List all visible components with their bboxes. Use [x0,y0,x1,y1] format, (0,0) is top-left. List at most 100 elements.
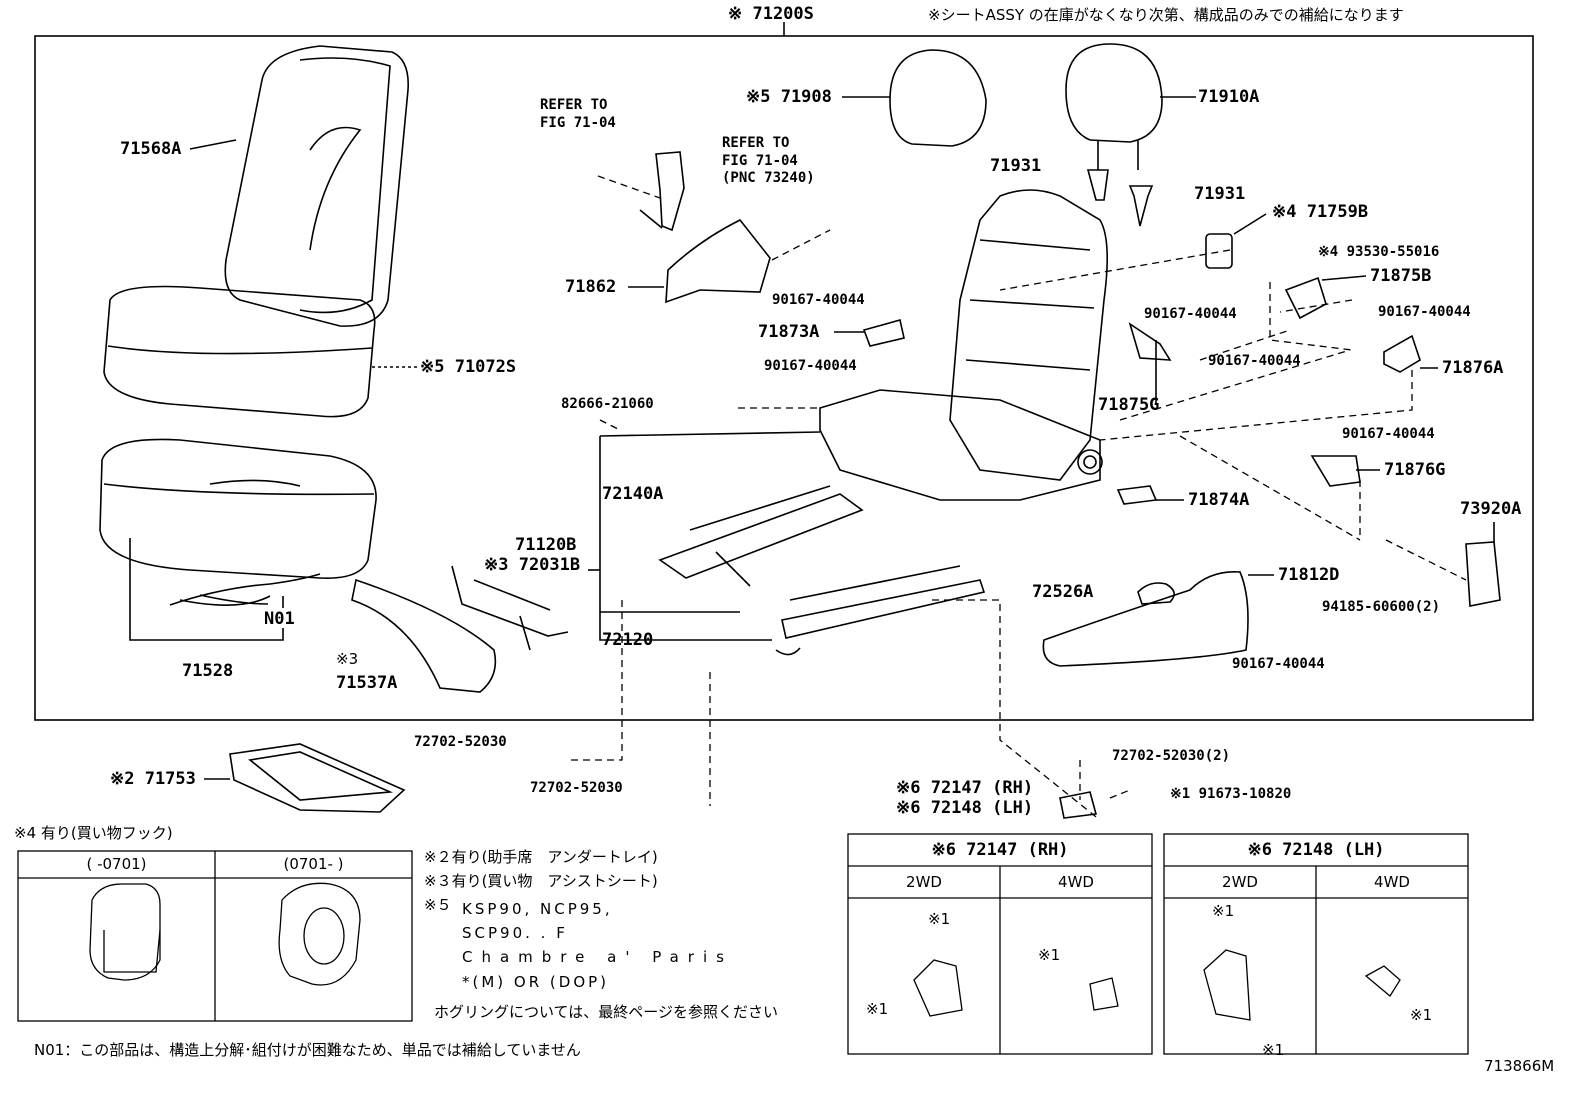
seat-rail-upper [658,485,864,587]
part-72702-a[interactable]: 72702-52030 [414,734,507,750]
table-72147-rh [847,833,1153,1055]
bracket-71874A [1116,485,1158,505]
side-airbag-73920A [1465,541,1501,607]
cover-71876A [1383,334,1421,373]
part-71537A[interactable]: 71537A [336,673,398,693]
part-91673[interactable]: ※1 91673-10820 [1170,786,1292,802]
table-rh-2wd: 2WD [906,873,942,891]
part-90167-c[interactable]: 90167-40044 [1378,304,1471,320]
part-90167-b[interactable]: 90167-40044 [764,358,857,374]
headrest-guide-2 [1128,185,1154,227]
seatbelt-buckle [655,151,685,232]
table-rh-title: ※6 72147 (RH) [931,840,1069,860]
part-71910A[interactable]: 71910A [1198,87,1260,107]
note-2: ※２有り(助手席 アンダートレイ) [424,848,658,866]
refer-note-2: REFER TO FIG 71-04 (PNC 73240) [722,135,815,186]
part-71908[interactable]: ※5 71908 [746,87,832,107]
cover-71876G [1310,455,1361,487]
part-71876A[interactable]: 71876A [1442,358,1504,378]
note-5-line2: SCP90. . F [462,924,568,942]
part-71931-b[interactable]: 71931 [1194,184,1246,204]
part-82666[interactable]: 82666-21060 [561,396,654,412]
part-71874A[interactable]: 71874A [1188,490,1250,510]
under-tray-71753 [229,743,406,813]
knob-72526A [1137,582,1175,605]
seat-cushion-cover [103,285,418,418]
table4-col2: (0701- ) [283,855,344,873]
cover-71875G [1128,322,1172,361]
table-lh-4wd: 4WD [1374,873,1410,891]
part-71875G[interactable]: 71875G [1098,395,1160,415]
note-5-line1: KSP90, NCP95, [462,900,613,918]
part-72526A[interactable]: 72526A [1032,582,1094,602]
table-lh-title: ※6 72148 (LH) [1247,840,1385,860]
headrest-guide-1 [1086,169,1109,201]
table4-col1: ( -0701) [86,855,147,873]
n01-note: N01：この部品は、構造上分解･組付けが困難なため、単品では補給していません [34,1041,581,1059]
table-lh-mark-1: ※1 [1212,902,1235,920]
part-72148[interactable]: ※6 72148 (LH) [896,798,1034,818]
part-71931-a[interactable]: 71931 [990,156,1042,176]
shopping-hook-71759B [1205,233,1233,269]
stock-note: ※シートASSY の在庫がなくなり次第、構成品のみでの補給になります [928,6,1404,24]
wire-frame [451,565,569,651]
part-90167-e[interactable]: 90167-40044 [1208,353,1301,369]
part-72140A[interactable]: 72140A [602,484,664,504]
refer-note-1: REFER TO FIG 71-04 [540,97,616,131]
table-lh-2wd: 2WD [1222,873,1258,891]
part-71812D[interactable]: 71812D [1278,565,1340,585]
part-71875B[interactable]: 71875B [1370,266,1432,286]
table-rh-mark-1: ※1 [928,910,951,928]
note-4: ※4 有り(買い物フック) [14,824,173,842]
seat-back-cover [189,45,409,327]
part-71759B[interactable]: ※4 71759B [1272,202,1369,222]
part-90167-d[interactable]: 90167-40044 [1144,306,1237,322]
figure-id: 713866M [1484,1057,1555,1075]
note-5-line4: *(M) OR (DOP) [462,973,610,991]
part-71753[interactable]: ※2 71753 [110,769,196,789]
part-71528[interactable]: 71528 [182,661,234,681]
part-72147[interactable]: ※6 72147 (RH) [896,778,1034,798]
part-71120B[interactable]: 71120B [515,535,577,555]
seat-rail-lower [775,565,986,656]
cover-71875B [1284,276,1327,320]
part-72702-c[interactable]: 72702-52030(2) [1112,748,1231,764]
seat-frame [819,189,1108,501]
table-72148-lh [1163,833,1469,1055]
wire-harness [169,573,321,606]
recliner-cover-71862 [665,218,771,304]
part-N01[interactable]: N01 [264,609,295,629]
hog-ring-note: ホグリングについては、最終ページを参照ください [434,1003,778,1021]
part-90167-a[interactable]: 90167-40044 [772,292,865,308]
note-5-mark: ※５ [424,896,452,914]
part-71876G[interactable]: 71876G [1384,460,1446,480]
note-5-line3: Chambre a' Paris [462,948,733,966]
bracket-71873A [862,319,905,347]
part-73920A[interactable]: 73920A [1460,499,1522,519]
part-90167-g[interactable]: 90167-40044 [1232,656,1325,672]
table-rh-mark-3: ※1 [1038,946,1061,964]
part-72031B[interactable]: ※3 72031B [484,555,581,575]
table-lh-mark-2: ※1 [1262,1041,1285,1059]
headrest-71908 [889,49,987,147]
part-71568A[interactable]: 71568A [120,139,182,159]
part-94185[interactable]: 94185-60600(2) [1322,599,1441,615]
part-71537A-mark: ※3 [336,650,359,668]
table-71759B-variants [17,850,413,1022]
assembly-number: ※ 71200S [728,4,814,24]
assist-seat-part [351,578,497,693]
part-71072S[interactable]: ※5 71072S [420,357,517,377]
part-90167-f[interactable]: 90167-40044 [1342,426,1435,442]
headrest-71910A [1065,43,1163,170]
table-rh-4wd: 4WD [1058,873,1094,891]
part-72702-b[interactable]: 72702-52030 [530,780,623,796]
part-72120[interactable]: 72120 [602,630,654,650]
rail-bracket [1059,791,1098,819]
seat-cushion-pad [99,438,377,641]
table-rh-mark-2: ※1 [866,1000,889,1018]
note-3: ※３有り(買い物 アシストシート) [424,872,658,890]
part-71862[interactable]: 71862 [565,277,617,297]
part-71873A[interactable]: 71873A [758,322,820,342]
part-93530[interactable]: ※4 93530-55016 [1318,244,1440,260]
